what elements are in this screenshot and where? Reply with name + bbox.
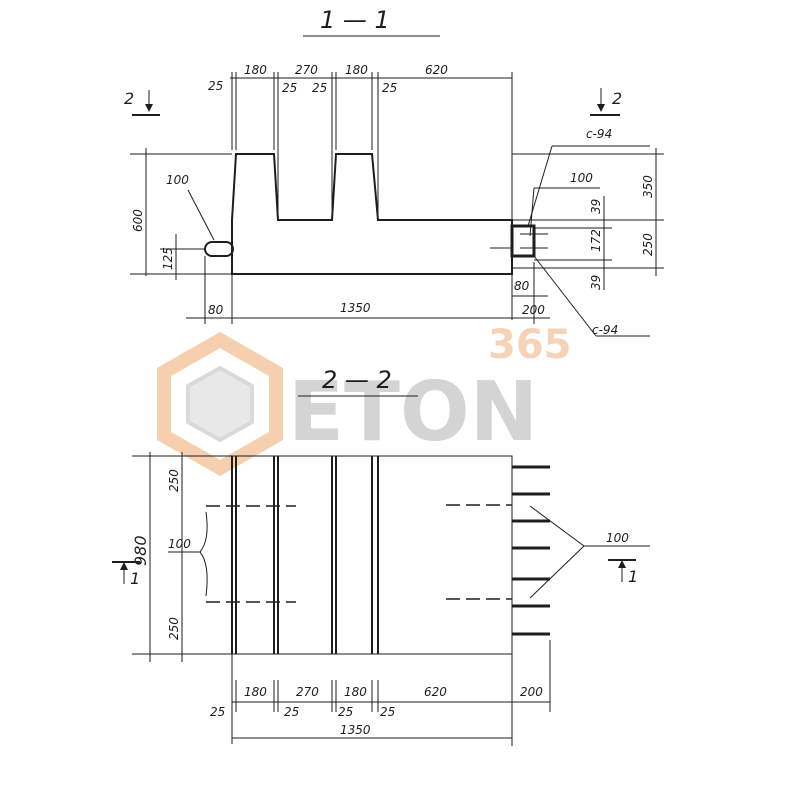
callout-left-100: 100 [166,173,189,187]
dim-bottom-right-80: 80 [514,279,530,293]
dim-top-180a: 180 [244,63,267,77]
cut-marker-right-label: 2 [612,89,622,108]
watermark: 365 ETON [157,322,572,477]
cut2-marker-right-label: 1 [628,567,638,586]
dim-bottom-right-200: 200 [522,303,545,317]
dim2-bottom-25b: 25 [284,705,299,719]
section-2-title: 2 — 2 [322,366,392,394]
dowel-left [204,241,234,257]
section-1-title: 1 — 1 [320,6,390,34]
dim-top-25c: 25 [312,81,327,95]
dim-top-270: 270 [295,63,318,77]
dim-top-620: 620 [425,63,448,77]
dim2-bottom-25d: 25 [380,705,395,719]
rebar-top-label: с-94 [586,127,612,141]
watermark-word: ETON [288,365,538,460]
dim-top-180b: 180 [345,63,368,77]
section-2-2: 2 — 2 980 250 2 [112,366,650,746]
dim-right-350: 350 [641,175,655,198]
dim2-bottom-180b: 180 [344,685,367,699]
section-1-1: 1 — 1 2 2 [124,6,664,337]
callout2-right-100: 100 [606,531,629,545]
rebar-bottom-label: с-94 [592,323,618,337]
rebar-stubs-right [512,465,550,636]
watermark-logo-icon [157,331,283,477]
dim2-bottom-200: 200 [520,685,543,699]
dim-left-600: 600 [131,209,145,232]
dim-right-39a: 39 [589,199,603,214]
cut2-marker-left-label: 1 [130,569,140,588]
dim-bottom-1350: 1350 [340,301,371,315]
dim-top-25d: 25 [382,81,397,95]
dim-top-25a: 25 [208,79,223,93]
dim2-bottom-1350: 1350 [340,723,371,737]
callout2-left-100: 100 [168,537,191,551]
cut-marker-left-label: 2 [124,89,134,108]
callout-right-100: 100 [570,171,593,185]
cut2-marker-left: 1 [112,561,140,588]
dim2-bottom-620: 620 [424,685,447,699]
dim2-bottom-25a: 25 [210,705,225,719]
cut-marker-right: 2 [590,88,622,116]
dim-right-172: 172 [589,229,603,252]
dim-right-39b: 39 [589,275,603,290]
dim-right-250: 250 [641,233,655,256]
dim-left-125: 125 [161,247,175,270]
rebar-right [490,224,548,258]
cut-marker-left: 2 [124,89,160,116]
dim2-bottom-270: 270 [296,685,319,699]
block-profile [231,153,513,275]
dim2-bottom-180a: 180 [244,685,267,699]
dim-top-25b: 25 [282,81,297,95]
dim2-left-250-bottom: 250 [167,617,181,640]
watermark-number: 365 [488,322,572,368]
dim-bottom-80: 80 [208,303,224,317]
cut2-marker-right: 1 [608,559,638,586]
dim2-bottom-25c: 25 [338,705,353,719]
dim2-left-980: 980 [131,535,150,566]
dim2-left-250-top: 250 [167,469,181,492]
